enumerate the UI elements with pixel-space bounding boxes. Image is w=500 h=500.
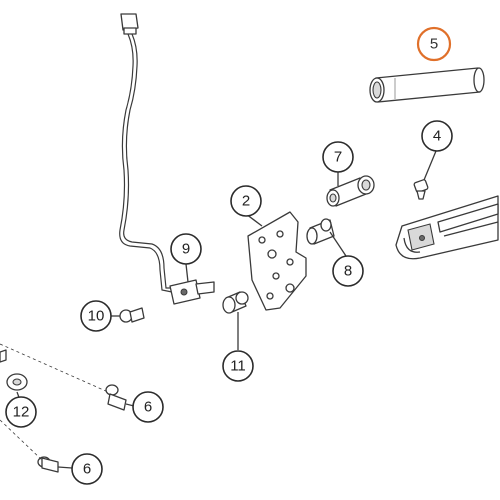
part-screw-6-lower[interactable] — [37, 456, 73, 473]
callout-11: 11 — [222, 350, 254, 382]
callout-2-label: 2 — [242, 193, 250, 210]
alignment-lines — [0, 343, 109, 461]
callout-9-label: 9 — [182, 241, 190, 258]
callout-9: 9 — [170, 233, 202, 265]
callout-5: 5 — [416, 26, 452, 62]
callout-12-label: 12 — [13, 404, 30, 421]
part-stand-switch-9[interactable] — [169, 263, 215, 305]
callout-4: 4 — [421, 120, 453, 152]
part-pivot-bolt-7[interactable] — [326, 172, 375, 207]
callout-12: 12 — [5, 396, 37, 428]
callout-8: 8 — [332, 255, 364, 287]
callout-5-label: 5 — [430, 36, 438, 53]
callout-6-lower: 6 — [71, 453, 103, 485]
part-washer-12[interactable] — [0, 349, 28, 401]
part-screw-10[interactable] — [111, 307, 145, 323]
part-screw-4[interactable] — [413, 150, 437, 200]
part-sleeve-tube[interactable] — [369, 67, 485, 103]
callout-7: 7 — [322, 141, 354, 173]
callout-8-label: 8 — [344, 263, 352, 280]
part-bracket-plate-2[interactable] — [245, 211, 307, 311]
part-sensor-cable[interactable] — [119, 13, 174, 293]
callout-7-label: 7 — [334, 149, 342, 166]
part-screw-6-upper[interactable] — [105, 384, 135, 411]
callout-6-upper: 6 — [132, 391, 164, 423]
callout-6-upper-label: 6 — [144, 399, 152, 416]
part-side-stand-leg[interactable] — [395, 195, 499, 260]
callout-2: 2 — [230, 185, 262, 217]
callout-11-label: 11 — [230, 358, 246, 375]
callout-10: 10 — [80, 300, 112, 332]
callout-4-label: 4 — [433, 128, 441, 145]
callout-10-label: 10 — [88, 308, 105, 325]
callout-6-lower-label: 6 — [83, 461, 91, 478]
part-pin-11[interactable] — [222, 291, 249, 350]
part-bushing-8[interactable] — [306, 218, 347, 257]
